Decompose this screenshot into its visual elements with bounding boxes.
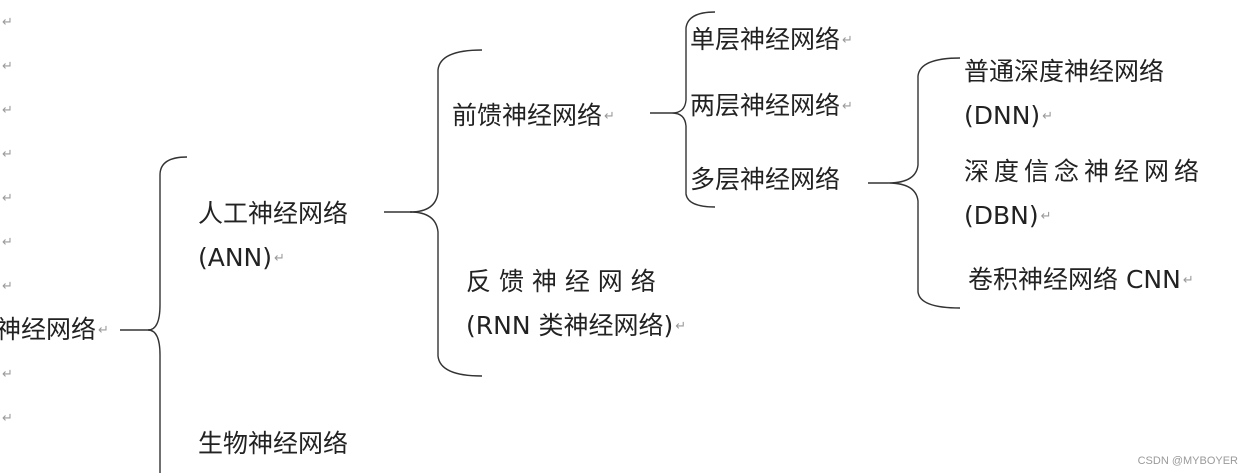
node-feedback-network: 反 馈 神 经 网 络 (RNN 类神经网络)↵ <box>466 260 686 349</box>
paragraph-mark: ↵ <box>2 411 13 426</box>
paragraph-mark: ↵ <box>1042 109 1054 124</box>
node-label: 生物神经网络 <box>198 429 349 458</box>
node-abbreviation: (DBN) <box>964 201 1039 230</box>
node-label: 两层神经网络 <box>690 91 841 120</box>
paragraph-mark: ↵ <box>1182 273 1194 288</box>
node-deep-belief-network: 深度信念神经网络 (DBN)↵ <box>964 150 1204 239</box>
node-two-layer-network: 两层神经网络↵ <box>690 84 853 129</box>
paragraph-mark: ↵ <box>1040 209 1052 224</box>
root-brace <box>147 156 188 473</box>
node-biological-neural-network: 生物神经网络 <box>198 422 348 466</box>
node-label: 反 馈 神 经 网 络 <box>466 267 656 296</box>
node-label: 神经网络 <box>0 315 97 344</box>
node-abbreviation: (ANN) <box>198 243 273 272</box>
paragraph-mark: ↵ <box>274 251 285 266</box>
paragraph-mark: ↵ <box>842 33 853 48</box>
ann-brace <box>409 49 483 377</box>
node-multi-layer-network: 多层神经网络 <box>690 158 840 202</box>
node-label: 人工神经网络 <box>198 199 349 228</box>
paragraph-mark: ↵ <box>2 367 13 382</box>
node-label: 卷积神经网络 CNN <box>968 265 1181 294</box>
node-label: 多层神经网络 <box>690 165 841 194</box>
paragraph-mark: ↵ <box>842 99 853 114</box>
paragraph-mark: ↵ <box>98 323 109 338</box>
node-label: 单层神经网络 <box>690 25 841 54</box>
multi-layer-brace <box>887 57 961 309</box>
node-artificial-neural-network: 人工神经网络 (ANN)↵ <box>198 192 348 281</box>
feedforward-brace <box>671 11 716 208</box>
node-label: 深度信念神经网络 <box>964 157 1205 186</box>
node-abbreviation: (RNN 类神经网络) <box>466 311 674 340</box>
paragraph-mark: ↵ <box>604 109 615 124</box>
paragraph-mark: ↵ <box>2 235 13 250</box>
node-deep-neural-network: 普通深度神经网络 (DNN)↵ <box>964 50 1164 139</box>
paragraph-mark: ↵ <box>2 103 13 118</box>
node-single-layer-network: 单层神经网络↵ <box>690 18 853 63</box>
paragraph-mark: ↵ <box>2 15 13 30</box>
node-neural-network: 神经网络↵ <box>0 308 109 353</box>
paragraph-mark: ↵ <box>2 191 13 206</box>
node-convolutional-neural-network: 卷积神经网络 CNN↵ <box>968 258 1194 303</box>
paragraph-mark: ↵ <box>2 279 13 294</box>
watermark-text: CSDN @MYBOYER <box>1137 455 1238 467</box>
node-abbreviation: (DNN) <box>964 101 1041 130</box>
node-label: 前馈神经网络 <box>452 101 603 130</box>
paragraph-mark: ↵ <box>675 319 687 334</box>
paragraph-mark: ↵ <box>2 147 13 162</box>
paragraph-mark: ↵ <box>2 59 13 74</box>
node-label: 普通深度神经网络 <box>964 57 1165 86</box>
node-feedforward-network: 前馈神经网络↵ <box>452 94 615 139</box>
